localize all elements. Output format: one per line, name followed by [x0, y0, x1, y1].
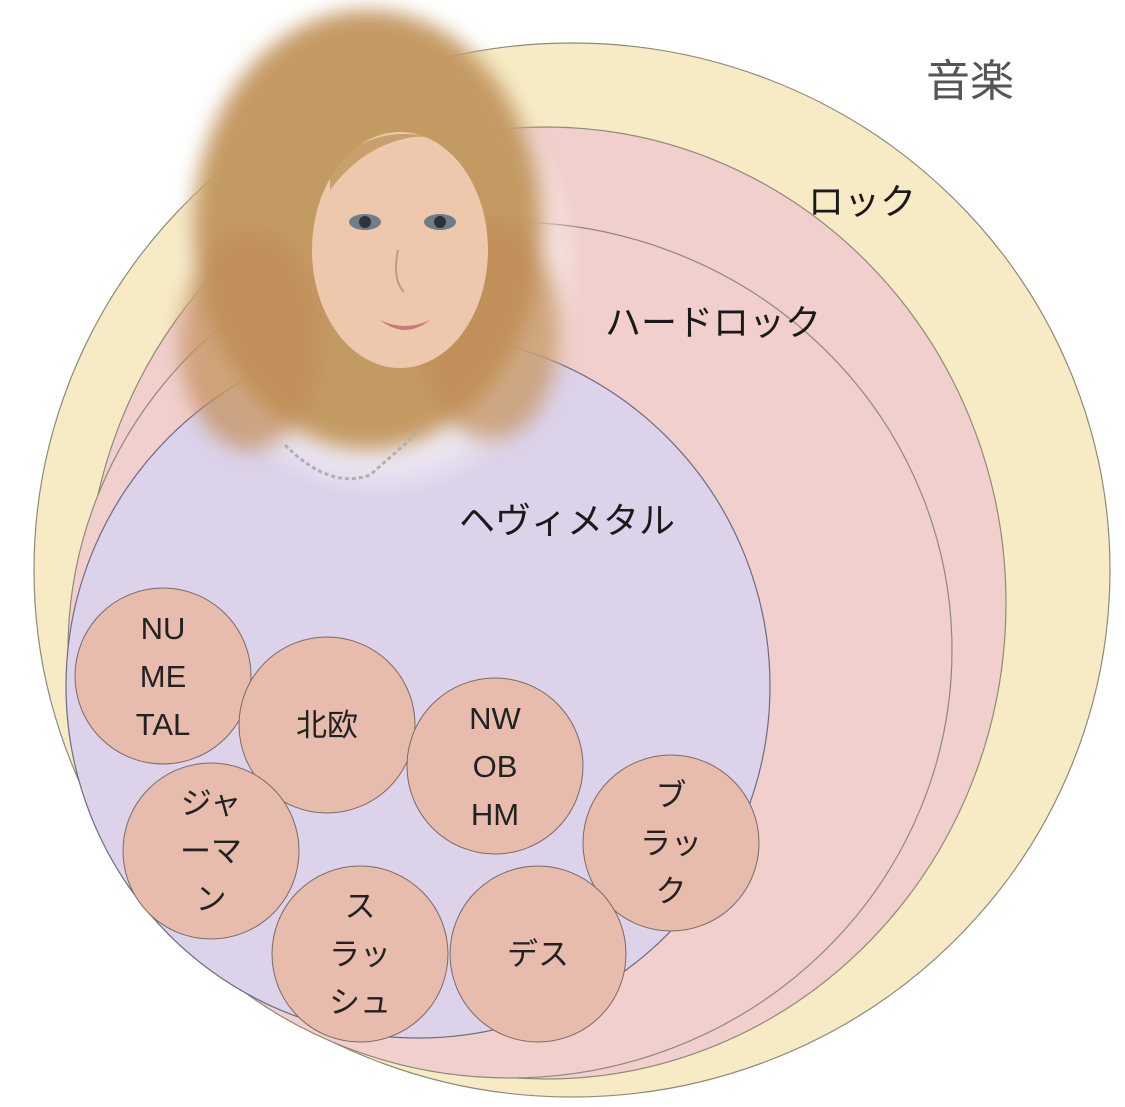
subgenre-label-line: NU — [141, 611, 186, 646]
subgenre-label-line: HM — [471, 797, 519, 832]
subgenre-label-line: ン — [196, 882, 227, 917]
subgenre-label-line: ブ — [656, 778, 687, 813]
subgenre-circle — [271, 865, 449, 1043]
subgenre-label-line: シュ — [329, 985, 391, 1020]
portrait-image — [170, 10, 585, 500]
subgenre-circle — [406, 677, 584, 855]
portrait-face — [312, 132, 488, 368]
subgenre-label-line: 北欧 — [296, 708, 358, 743]
subgenre-label-line: ラッ — [640, 826, 702, 861]
subgenre-circle — [74, 587, 252, 765]
subgenre-label-line: ス — [345, 889, 376, 924]
rock-set-label: ロック — [808, 182, 916, 223]
music-set-label: 音楽 — [926, 56, 1014, 107]
subgenre-label-line: デス — [507, 937, 569, 972]
subgenre-nwobhm: NW OB HM — [406, 677, 584, 855]
subgenre-label-line: TAL — [136, 707, 191, 742]
subgenre-label-line: OB — [473, 749, 518, 784]
subgenre-label-line: ク — [656, 874, 687, 909]
subgenre-label-line: ラッ — [329, 937, 391, 972]
subgenre-nordic: 北欧 — [238, 636, 416, 814]
subgenre-label-line: ME — [140, 659, 187, 694]
subgenre-label-line: ーマ — [180, 834, 242, 869]
hard-rock-set-label: ハードロック — [605, 303, 821, 344]
subgenre-circle — [122, 762, 300, 940]
subgenre-label-line: ジャ — [181, 786, 241, 821]
subgenre-circle — [582, 754, 760, 932]
subgenre-label-line: NW — [469, 701, 521, 736]
subgenre-circle — [449, 865, 627, 1043]
subgenre-death: デス — [449, 865, 627, 1043]
heavy-metal-set-label: ヘヴィメタル — [459, 501, 675, 542]
subgenre-circle — [238, 636, 416, 814]
subgenre-nu-metal: NU ME TAL — [74, 587, 252, 765]
